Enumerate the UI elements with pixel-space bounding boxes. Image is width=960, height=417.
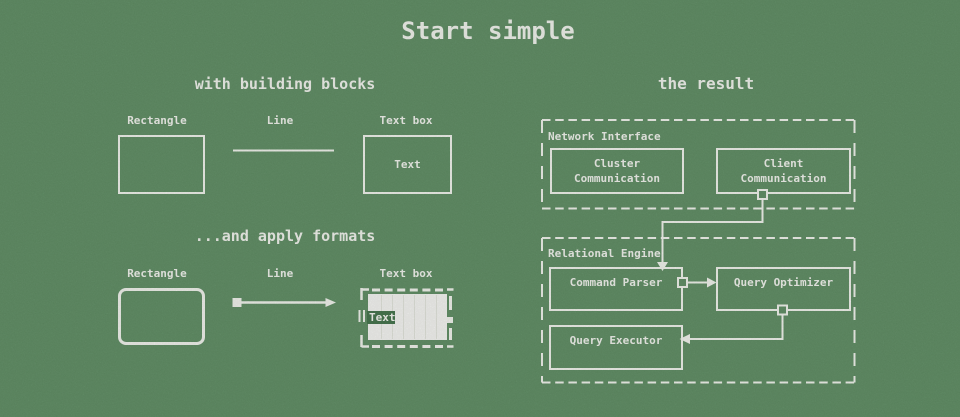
textbox-shape-plain: Text xyxy=(363,135,452,194)
node-cluster-communication-text: Cluster Communication xyxy=(573,157,661,185)
slide-title: Start simple xyxy=(401,17,575,45)
node-query-executor-text: Query Executor xyxy=(569,334,663,347)
connector-parser-to-optimizer xyxy=(677,277,717,288)
rectangle-shape-plain xyxy=(118,135,205,194)
relational-engine-label: Relational Engine xyxy=(548,247,661,260)
node-query-executor: Query Executor xyxy=(549,325,683,370)
label-rectangle-formatted: Rectangle xyxy=(127,267,187,280)
arrow-shape xyxy=(232,298,336,307)
node-command-parser-text: Command Parser xyxy=(569,276,663,289)
node-command-parser: Command Parser xyxy=(549,267,683,311)
label-line-plain: Line xyxy=(266,114,294,127)
label-textbox-formatted: Text box xyxy=(379,267,433,280)
heading-building-blocks: with building blocks xyxy=(194,75,376,93)
node-client-communication-text: Client Communication xyxy=(740,157,827,185)
label-textbox-plain: Text box xyxy=(379,114,433,127)
connector-optimizer-to-executor xyxy=(679,304,788,344)
selected-text: Text xyxy=(367,311,396,324)
node-query-optimizer-text: Query Optimizer xyxy=(733,276,834,289)
node-query-optimizer: Query Optimizer xyxy=(716,267,851,311)
network-interface-label: Network Interface xyxy=(548,130,661,143)
heading-result: the result xyxy=(657,74,755,93)
connector-client-to-parser xyxy=(657,189,768,271)
textbox-plain-text: Text xyxy=(394,158,421,171)
heading-formats: ...and apply formats xyxy=(194,227,376,245)
node-client-communication: Client Communication xyxy=(716,148,851,194)
label-rectangle-plain: Rectangle xyxy=(127,114,187,127)
label-line-formatted: Line xyxy=(266,267,294,280)
rectangle-shape-rounded xyxy=(118,288,205,345)
node-cluster-communication: Cluster Communication xyxy=(550,148,684,194)
